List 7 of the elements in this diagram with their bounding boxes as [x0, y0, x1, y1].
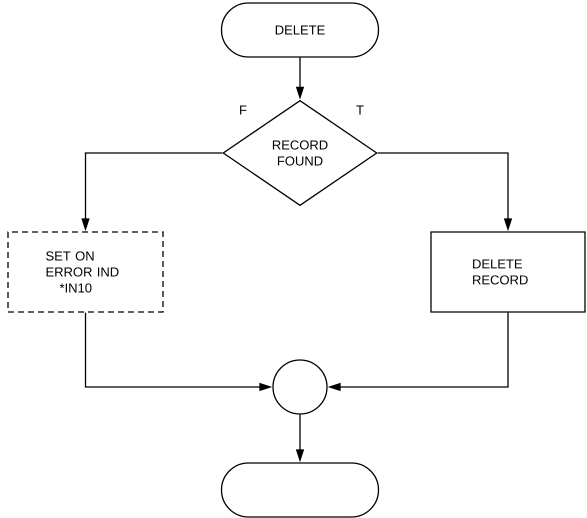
connector-circle: [272, 359, 328, 415]
process-box: DELETE RECORD: [430, 231, 586, 313]
process-box: SET ON ERROR IND *IN10: [7, 231, 164, 313]
edge-label: F: [238, 104, 248, 116]
terminator-box: [220, 462, 380, 518]
terminator-box: DELETE: [220, 2, 380, 58]
edge-label: T: [355, 104, 365, 116]
